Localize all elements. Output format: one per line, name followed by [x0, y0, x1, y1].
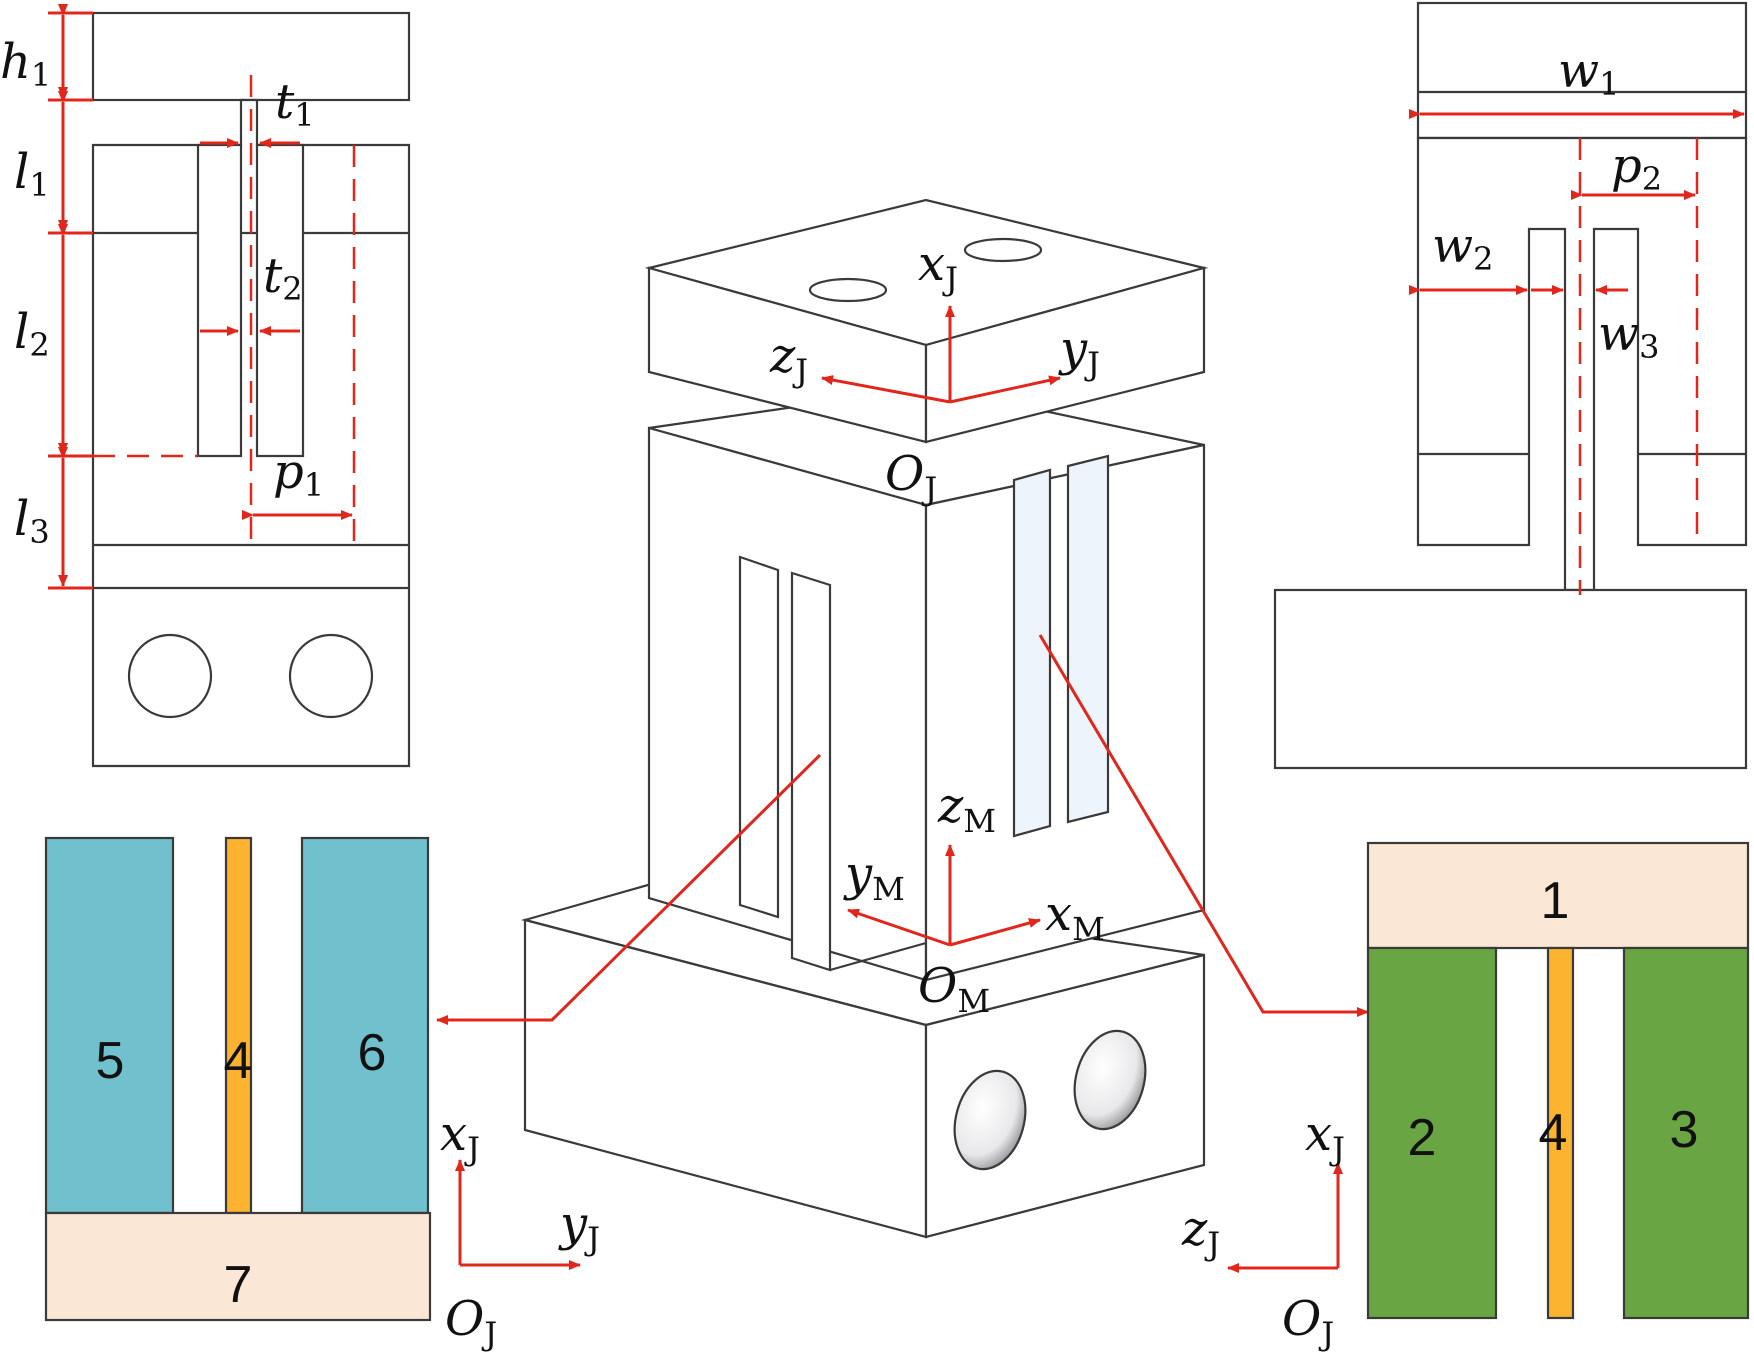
part-4-right — [1546, 946, 1575, 1320]
side-view-drawing — [1273, 1, 1748, 770]
part-1-number: 1 — [1541, 872, 1570, 930]
t1-label: t — [275, 74, 295, 130]
yM-label: y — [843, 846, 873, 902]
part-3-number: 3 — [1670, 1101, 1699, 1159]
isometric-axis-labels: xJ zJ yJ OJ zM yM xM OM — [769, 236, 1105, 1020]
l3-label: l — [14, 491, 29, 547]
body-slot — [790, 571, 832, 972]
p2-label: p — [1611, 138, 1642, 194]
bolt-hole — [288, 633, 374, 719]
part-7 — [44, 1211, 432, 1322]
svg-text:OJ: OJ — [1282, 1291, 1334, 1353]
zM-label: z — [937, 778, 964, 834]
svg-text:w3: w3 — [1598, 306, 1659, 366]
svg-text:xJ: xJ — [1305, 1106, 1345, 1168]
br-z-label: z — [1181, 1201, 1208, 1257]
t2-label: t — [263, 248, 283, 304]
top-hole — [963, 237, 1043, 263]
body-slot-right — [1012, 468, 1052, 838]
svg-text:xJ: xJ — [440, 1106, 480, 1168]
bolt-hole — [127, 633, 213, 719]
l2-label: l — [14, 304, 29, 360]
svg-text:yM: yM — [843, 846, 905, 908]
body-slot-right — [1066, 454, 1110, 824]
svg-text:h1: h1 — [0, 34, 51, 94]
svg-text:OJ: OJ — [445, 1291, 497, 1353]
svg-text:yJ: yJ — [1058, 321, 1100, 383]
w3-label: w — [1598, 306, 1639, 362]
part-2-number: 2 — [1408, 1109, 1437, 1167]
svg-text:l3: l3 — [14, 491, 50, 551]
w2-label: w — [1432, 218, 1473, 274]
svg-text:xJ: xJ — [918, 236, 958, 298]
part-6 — [300, 836, 430, 1215]
isometric-drawing — [436, 198, 1369, 1239]
base-hole — [1073, 1029, 1147, 1131]
svg-text:w1: w1 — [1558, 43, 1619, 103]
br-O-label: O — [1282, 1291, 1321, 1347]
part-2 — [1366, 946, 1498, 1320]
svg-text:OM: OM — [918, 958, 990, 1020]
bottom-right-parts: 1 2 4 3 xJ zJ OJ — [1181, 841, 1750, 1353]
bl-O-label: O — [445, 1291, 484, 1347]
bl-y-label: y — [558, 1196, 588, 1252]
left-slot — [196, 143, 243, 458]
OJ-label: O — [885, 446, 924, 502]
xJ-label: x — [918, 236, 945, 292]
side-view-labels: w1 p2 w2 w3 — [1432, 43, 1662, 366]
svg-text:zJ: zJ — [1181, 1201, 1220, 1263]
svg-text:w2: w2 — [1432, 218, 1493, 278]
w1-label: w — [1558, 43, 1599, 99]
p1-label: p — [273, 444, 304, 500]
svg-text:l1: l1 — [14, 144, 50, 204]
part-5 — [44, 836, 175, 1215]
l1-label: l — [14, 144, 29, 200]
xM-label: x — [1045, 886, 1072, 942]
bottom-left-parts: 5 4 6 7 xJ yJ OJ — [44, 836, 600, 1353]
part-5-number: 5 — [96, 1032, 125, 1090]
part-4-right-number: 4 — [1539, 1104, 1568, 1162]
svg-text:p1: p1 — [273, 444, 324, 504]
side-base-block — [1273, 588, 1748, 770]
front-view-drawing — [48, 4, 411, 768]
part-4 — [224, 836, 253, 1215]
top-hole — [808, 277, 888, 303]
base-hole — [953, 1069, 1027, 1171]
part-3 — [1622, 946, 1750, 1320]
front-view-labels: h1 l1 l2 l3 t1 t2 p1 — [0, 34, 324, 551]
svg-text:zJ: zJ — [769, 328, 808, 390]
right-slot — [255, 143, 305, 458]
OM-label: O — [918, 958, 957, 1014]
svg-text:t2: t2 — [263, 248, 303, 308]
bl-x-label: x — [440, 1106, 467, 1162]
svg-text:yJ: yJ — [558, 1196, 600, 1258]
body-slot — [738, 555, 780, 919]
svg-text:xM: xM — [1045, 886, 1105, 948]
zJ-label: z — [769, 328, 796, 384]
h1-label: h — [0, 34, 31, 90]
svg-text:zM: zM — [937, 778, 996, 840]
br-x-label: x — [1305, 1106, 1332, 1162]
part-7-number: 7 — [224, 1256, 253, 1314]
yJ-label: y — [1058, 321, 1088, 377]
svg-text:OJ: OJ — [885, 446, 937, 508]
svg-text:l2: l2 — [14, 304, 50, 364]
part-4-number: 4 — [224, 1032, 253, 1090]
svg-text:t1: t1 — [275, 74, 315, 134]
svg-text:p2: p2 — [1611, 138, 1662, 198]
top-block-right-face — [924, 266, 1206, 444]
part-6-number: 6 — [358, 1024, 387, 1082]
